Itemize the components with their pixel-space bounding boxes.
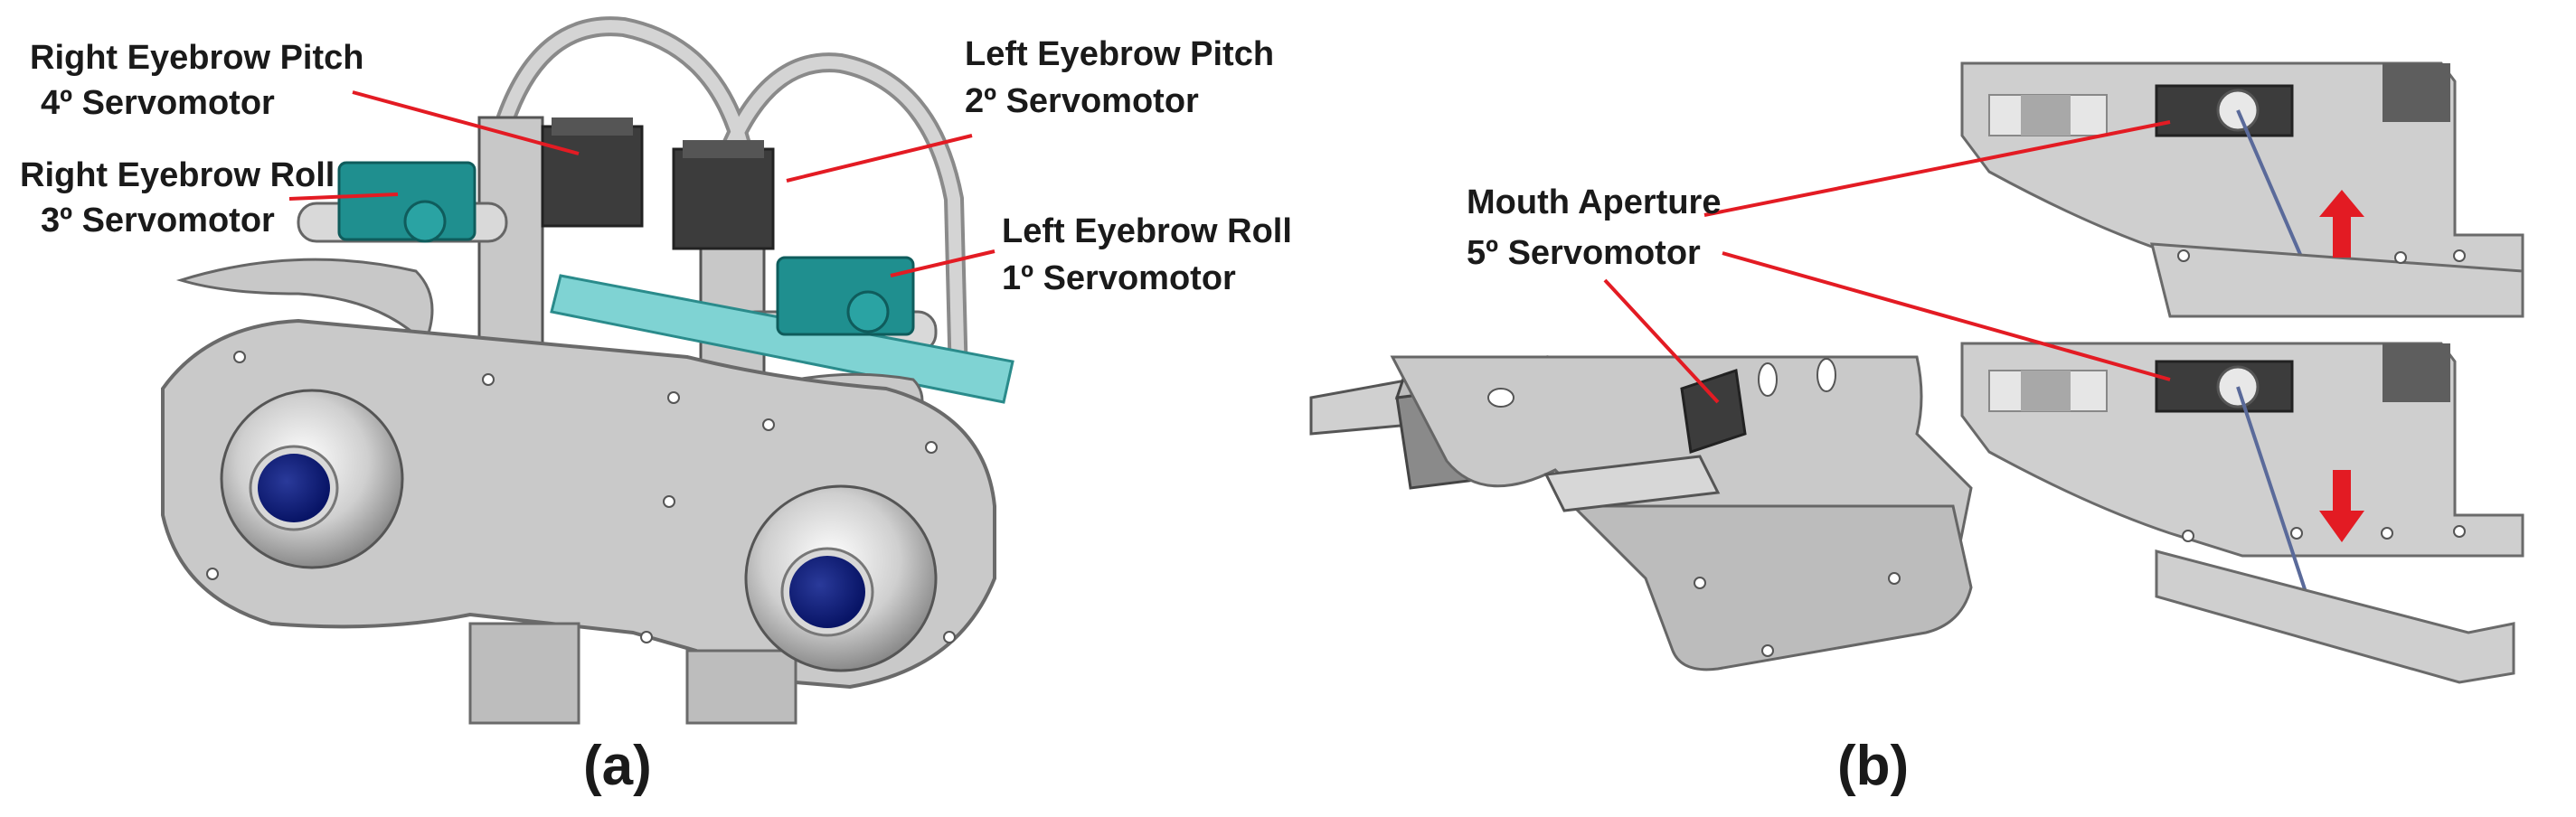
- label-mouth-motor: 5º Servomotor: [1467, 234, 1701, 272]
- mouth-view-open: [1960, 342, 2524, 684]
- label-right-pitch-name: Right Eyebrow Pitch: [30, 39, 363, 77]
- panel-a-drawing: [161, 16, 1014, 725]
- label-left-pitch-motor: 2º Servomotor: [965, 82, 1199, 120]
- servo-2-pitch-left: [672, 147, 775, 250]
- leader-left-pitch: [786, 134, 973, 183]
- leader-mouth-iso: [1603, 278, 1720, 404]
- jaw-open: [2155, 549, 2515, 684]
- screw-holes: [206, 351, 956, 643]
- label-left-roll-name: Left Eyebrow Roll: [1002, 212, 1292, 250]
- label-mouth-name: Mouth Aperture: [1467, 183, 1721, 221]
- arrow-up-icon: [2319, 190, 2364, 258]
- arrow-down-icon: [2319, 470, 2364, 542]
- label-right-pitch-motor: 4º Servomotor: [41, 84, 275, 122]
- label-left-pitch-name: Left Eyebrow Pitch: [965, 35, 1274, 73]
- lower-support-right: [685, 649, 797, 725]
- servo-4-pitch-right: [541, 125, 644, 228]
- jaw-base-plate: [1309, 378, 1412, 436]
- jaw-slot-plate: [1543, 455, 1721, 512]
- leader-mouth-bottom: [1722, 251, 2171, 381]
- eye-left: [744, 484, 938, 672]
- leader-right-pitch: [352, 90, 580, 155]
- caption-b: (b): [1837, 735, 1909, 797]
- caption-a: (a): [583, 735, 652, 797]
- mouth-servo-b-left: [1680, 369, 1747, 454]
- lower-support-left: [468, 622, 580, 725]
- panel-b-drawing: [1309, 61, 2524, 684]
- label-right-roll-motor: 3º Servomotor: [41, 202, 275, 239]
- eye-right: [220, 389, 404, 569]
- jaw-lower-plate: [1570, 504, 1973, 671]
- leader-mouth-top: [1703, 120, 2171, 217]
- mouth-view-closed: [1960, 61, 2524, 318]
- label-right-roll-name: Right Eyebrow Roll: [20, 156, 335, 194]
- servo-1-roll-left: [776, 256, 915, 336]
- label-left-roll-motor: 1º Servomotor: [1002, 259, 1236, 297]
- leader-right-roll: [288, 193, 399, 201]
- leader-left-roll: [890, 249, 995, 277]
